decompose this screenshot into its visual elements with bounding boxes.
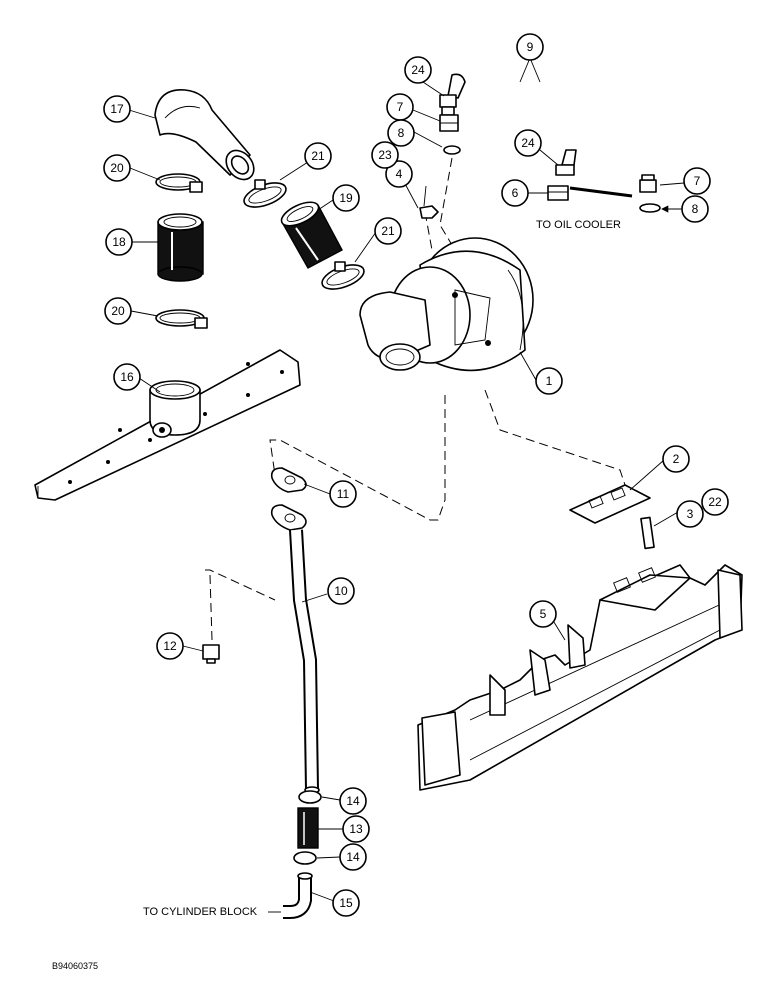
clamp-part xyxy=(243,179,287,208)
elbow-fitting-part xyxy=(439,94,457,116)
svg-text:8: 8 xyxy=(692,202,699,216)
svg-text:3: 3 xyxy=(687,507,694,521)
hose-part xyxy=(280,201,343,269)
to-cylinder-block-label: TO CYLINDER BLOCK xyxy=(143,906,258,918)
svg-text:24: 24 xyxy=(411,63,425,77)
svg-text:22: 22 xyxy=(708,495,722,509)
callout-15: 15 xyxy=(332,889,360,917)
svg-text:7: 7 xyxy=(397,100,404,114)
oil-line-part xyxy=(447,73,597,151)
callout-8: 8 xyxy=(681,195,709,223)
svg-text:14: 14 xyxy=(346,794,360,808)
exhaust-manifold-part xyxy=(417,564,743,791)
callout-18: 18 xyxy=(105,228,133,256)
oil-return-tube-part xyxy=(270,504,320,794)
svg-text:12: 12 xyxy=(163,639,177,653)
connector-part xyxy=(639,174,657,193)
callout-4: 4 xyxy=(385,160,413,188)
oil-return-gasket-part xyxy=(270,467,307,493)
callout-7: 7 xyxy=(386,93,414,121)
callout-17: 17 xyxy=(103,95,131,123)
hose-clamp-part xyxy=(293,790,322,865)
elbow-tube-part xyxy=(283,872,313,919)
svg-text:13: 13 xyxy=(349,822,363,836)
svg-text:10: 10 xyxy=(334,584,348,598)
gasket-part xyxy=(569,484,651,524)
callout-8: 8 xyxy=(387,119,415,147)
callout-10: 10 xyxy=(327,577,355,605)
connector-part xyxy=(439,114,459,132)
leader-lines xyxy=(128,57,703,902)
svg-text:21: 21 xyxy=(311,149,325,163)
svg-text:14: 14 xyxy=(346,850,360,864)
nut-part xyxy=(419,205,439,219)
svg-text:23: 23 xyxy=(378,148,392,162)
callout-5: 5 xyxy=(529,600,557,628)
svg-text:1: 1 xyxy=(546,374,553,388)
svg-text:16: 16 xyxy=(120,370,134,384)
callout-11: 11 xyxy=(329,480,357,508)
svg-text:18: 18 xyxy=(112,235,126,249)
svg-text:20: 20 xyxy=(111,304,125,318)
intake-plate-part xyxy=(34,349,301,501)
bolt-part xyxy=(202,644,220,664)
callout-21: 21 xyxy=(304,142,332,170)
svg-text:5: 5 xyxy=(540,607,547,621)
svg-text:8: 8 xyxy=(398,126,405,140)
to-oil-cooler-label: TO OIL COOLER xyxy=(536,219,621,231)
callout-2: 2 xyxy=(662,445,690,473)
hose-clamp-part xyxy=(155,173,203,193)
svg-text:19: 19 xyxy=(339,191,353,205)
callout-9: 9 xyxy=(516,33,544,61)
figure-reference: B94060375 xyxy=(52,961,98,971)
callout-7: 7 xyxy=(683,167,711,195)
hose-sleeve-part xyxy=(157,213,204,282)
elbow-hose-part xyxy=(154,89,255,181)
svg-text:11: 11 xyxy=(337,487,350,501)
hose-clamp-part xyxy=(155,309,208,329)
callout-24: 24 xyxy=(514,129,542,157)
callout-14: 14 xyxy=(339,843,367,871)
svg-text:4: 4 xyxy=(396,167,403,181)
svg-text:24: 24 xyxy=(521,136,535,150)
callout-24: 24 xyxy=(404,56,432,84)
callout-16: 16 xyxy=(113,363,141,391)
callout-13: 13 xyxy=(342,815,370,843)
callout-14: 14 xyxy=(339,787,367,815)
svg-text:20: 20 xyxy=(110,161,124,175)
callout-12: 12 xyxy=(156,632,184,660)
callout-20: 20 xyxy=(104,297,132,325)
clamp-part xyxy=(321,261,365,290)
svg-text:17: 17 xyxy=(110,102,124,116)
svg-text:6: 6 xyxy=(512,186,519,200)
adapter-part xyxy=(547,185,633,201)
o-ring-part xyxy=(443,145,661,213)
elbow-fitting-part xyxy=(555,149,577,176)
callout-22: 22 xyxy=(701,488,729,516)
callout-1: 1 xyxy=(535,367,563,395)
svg-text:15: 15 xyxy=(339,896,353,910)
callout-20: 20 xyxy=(103,154,131,182)
callout-21: 21 xyxy=(374,217,402,245)
callout-3: 3 xyxy=(676,500,704,528)
svg-text:2: 2 xyxy=(673,452,680,466)
svg-text:21: 21 xyxy=(381,224,395,238)
stud-part xyxy=(640,516,655,550)
turbocharger-part xyxy=(359,237,534,372)
callout-19: 19 xyxy=(332,184,360,212)
callout-23: 23 xyxy=(371,141,399,169)
svg-text:7: 7 xyxy=(694,174,701,188)
callout-6: 6 xyxy=(501,179,529,207)
svg-text:9: 9 xyxy=(527,40,534,54)
hose-part xyxy=(297,807,319,849)
